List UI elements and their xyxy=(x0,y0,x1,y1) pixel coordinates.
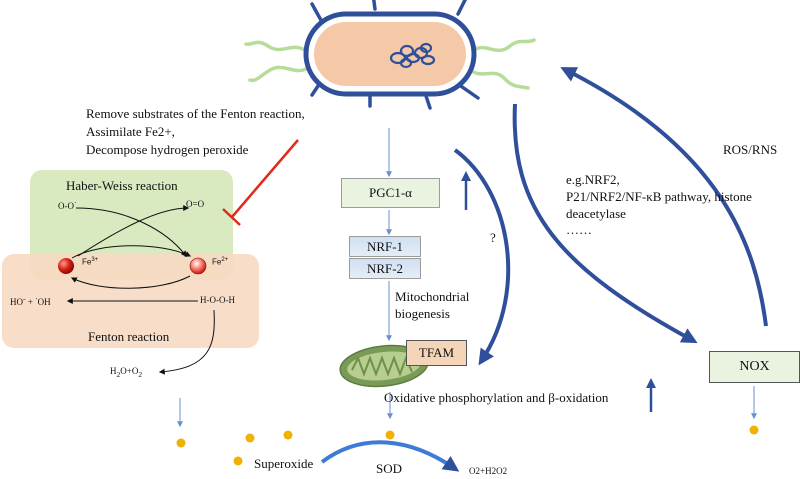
pgc1a-box: PGC1-α xyxy=(341,178,440,208)
curve-to-nox xyxy=(512,103,698,344)
nrf2-box: NRF-2 xyxy=(349,258,421,279)
nucleoid-dna xyxy=(389,42,436,69)
ros-rns-label: ROS/RNS xyxy=(723,142,778,157)
nox-box: NOX xyxy=(709,351,800,383)
ros-particle xyxy=(749,425,759,435)
nrf1-box: NRF-1 xyxy=(349,236,421,257)
fe3-ion xyxy=(58,258,74,274)
iron-reduction-arrow xyxy=(71,245,192,259)
intervention-line-1: Remove substrates of the Fenton reaction… xyxy=(86,106,305,121)
fe2-label: Fe2+ xyxy=(212,257,229,267)
ros-particles xyxy=(176,425,759,466)
curve-sod xyxy=(320,440,460,472)
inhibition-line xyxy=(231,139,299,218)
ros-particle xyxy=(245,433,255,443)
inhibition-bar xyxy=(222,208,241,226)
iron-oxidation-arrow xyxy=(70,275,191,289)
hydrogen-peroxide-label: H-O-O-H xyxy=(200,295,235,305)
hw-arrow-down xyxy=(75,207,187,257)
intervention-line-2: Assimilate Fe2+, xyxy=(86,124,175,139)
signaling-line-3: deacetylase xyxy=(566,206,626,221)
tfam-box: TFAM xyxy=(406,340,467,366)
signaling-line-1: e.g.NRF2, xyxy=(566,172,620,187)
superoxide-radical-label: O-O· xyxy=(58,198,77,211)
bacterium-pili xyxy=(310,0,480,110)
bacterium-flagella xyxy=(244,38,536,90)
ros-particle xyxy=(385,430,395,440)
fe2-ion xyxy=(189,257,207,275)
water-oxygen-label: H2O+O2 xyxy=(110,366,143,379)
bacterium-cytoplasm xyxy=(314,22,466,86)
signaling-line-2: P21/NRF2/NF-κB pathway, histone xyxy=(566,189,752,204)
fe3-label: Fe3+ xyxy=(82,257,99,267)
oxphos-label: Oxidative phosphorylation and β-oxidatio… xyxy=(384,390,609,405)
curve-to-oxphos xyxy=(453,148,511,366)
curve-ros-to-bacterium xyxy=(560,67,768,327)
bacterium xyxy=(244,0,536,110)
signaling-line-4: …… xyxy=(566,222,592,237)
sod-product-label: O2+H2O2 xyxy=(469,466,508,476)
peroxide-decomposition-arrow xyxy=(158,309,215,375)
mito-biogenesis-line-2: biogenesis xyxy=(395,306,450,321)
ros-particle xyxy=(283,430,293,440)
sod-label: SOD xyxy=(376,461,403,476)
oxygen-label: O=O xyxy=(186,199,205,209)
haber-weiss-title: Haber-Weiss reaction xyxy=(66,178,178,193)
hydroxyl-products-label: HO- + ·OH xyxy=(10,294,51,307)
fenton-title: Fenton reaction xyxy=(88,329,170,344)
mito-biogenesis-line-1: Mitochondrial xyxy=(395,289,470,304)
ros-particle xyxy=(233,456,243,466)
intervention-line-3: Decompose hydrogen peroxide xyxy=(86,142,249,157)
ros-particle xyxy=(176,438,186,448)
superoxide-label: Superoxide xyxy=(254,456,314,471)
mitochondrion xyxy=(339,344,429,388)
unknown-mechanism-label: ? xyxy=(490,230,496,245)
hw-arrow-up xyxy=(77,205,190,257)
